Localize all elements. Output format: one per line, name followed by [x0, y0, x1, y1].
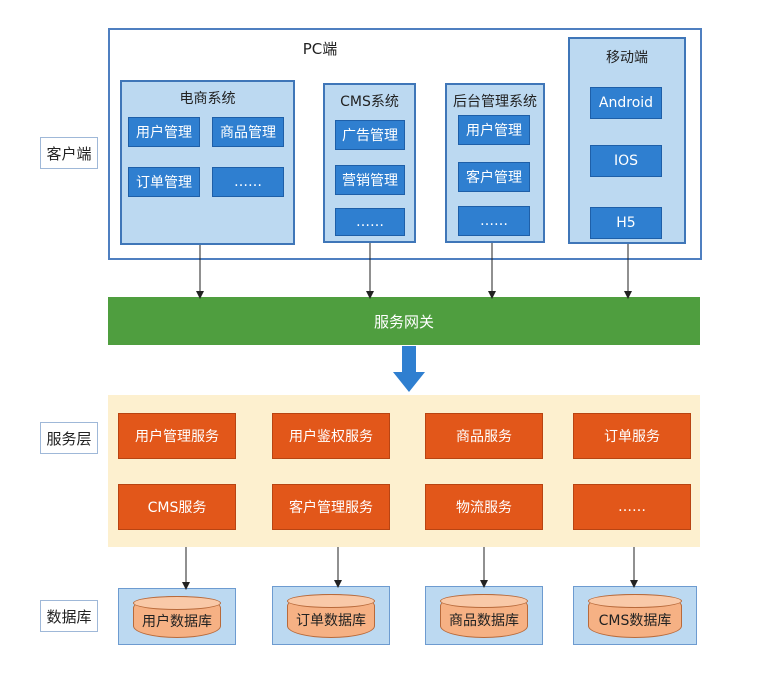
cms-module-marketing-management: 营销管理	[335, 165, 405, 195]
database-cms: CMS数据库	[573, 586, 697, 645]
backend-title: 后台管理系统	[453, 94, 537, 110]
service-user-management: 用户管理服务	[118, 413, 236, 459]
database-order-label: 订单数据库	[296, 613, 366, 629]
ecommerce-system	[120, 80, 295, 245]
service-cms: CMS服务	[118, 484, 236, 530]
database-cylinder-icon: CMS数据库	[588, 594, 682, 638]
gateway-to-services-arrow	[393, 346, 425, 392]
database-user: 用户数据库	[118, 588, 236, 645]
database-layer-label: 数据库	[40, 600, 98, 632]
cms-module-more: ……	[335, 208, 405, 236]
database-product: 商品数据库	[425, 586, 543, 645]
mobile-module-ios: IOS	[590, 145, 662, 177]
ecommerce-module-more: ……	[212, 167, 284, 197]
service-more: ……	[573, 484, 691, 530]
service-logistics: 物流服务	[425, 484, 543, 530]
service-user-auth: 用户鉴权服务	[272, 413, 390, 459]
service-product: 商品服务	[425, 413, 543, 459]
service-order: 订单服务	[573, 413, 691, 459]
database-cms-label: CMS数据库	[598, 613, 672, 629]
cms-title: CMS系统	[340, 94, 399, 110]
mobile-module-h5: H5	[590, 207, 662, 239]
database-cylinder-icon: 商品数据库	[440, 594, 528, 638]
pc-title: PC端	[302, 40, 338, 58]
backend-module-user-management: 用户管理	[458, 115, 530, 145]
service-gateway: 服务网关	[108, 297, 700, 345]
database-user-label: 用户数据库	[142, 614, 212, 630]
database-product-label: 商品数据库	[449, 613, 519, 629]
cms-module-ad-management: 广告管理	[335, 120, 405, 150]
mobile-title: 移动端	[606, 50, 648, 66]
ecommerce-module-order-management: 订单管理	[128, 167, 200, 197]
ecommerce-module-user-management: 用户管理	[128, 117, 200, 147]
database-cylinder-icon: 用户数据库	[133, 596, 221, 638]
backend-module-customer-management: 客户管理	[458, 162, 530, 192]
mobile-module-android: Android	[590, 87, 662, 119]
client-layer-label: 客户端	[40, 137, 98, 169]
database-cylinder-icon: 订单数据库	[287, 594, 375, 638]
service-layer-label: 服务层	[40, 422, 98, 454]
database-order: 订单数据库	[272, 586, 390, 645]
backend-module-more: ……	[458, 206, 530, 236]
ecommerce-title: 电商系统	[179, 91, 236, 107]
service-customer-management: 客户管理服务	[272, 484, 390, 530]
ecommerce-module-product-management: 商品管理	[212, 117, 284, 147]
